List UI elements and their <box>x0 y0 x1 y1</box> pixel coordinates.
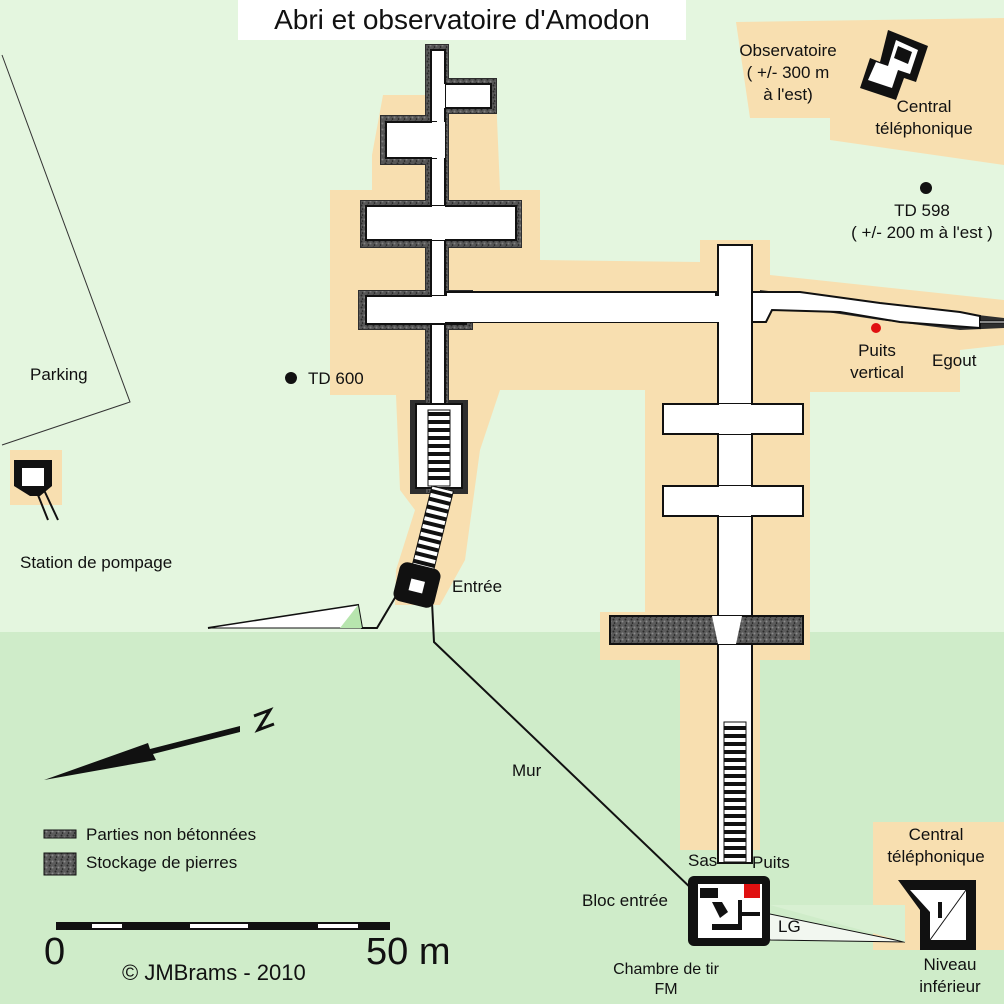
entrance-block-inner <box>408 578 426 594</box>
stone-storage-gallery <box>609 615 804 645</box>
scale-start: 0 <box>44 931 66 973</box>
central-bottom-structure <box>898 880 976 950</box>
puits-vertical-marker <box>871 323 881 333</box>
bloc-entree-structure <box>688 876 770 946</box>
label-central-top: Central téléphonique <box>875 97 973 138</box>
label-observatoire: Observatoire ( +/- 300 m à l'est) <box>739 41 837 104</box>
wall-wedge-green <box>340 605 362 628</box>
legend-label-stockage: Stockage de pierres <box>86 853 238 872</box>
observatoire-structure <box>860 30 928 100</box>
label-entree: Entrée <box>452 577 503 596</box>
copyright: © JMBrams - 2010 <box>122 960 306 985</box>
label-sas: Sas <box>688 851 718 870</box>
label-bloc-entree: Bloc entrée <box>582 891 668 910</box>
legend-label-non-betonnees: Parties non bétonnées <box>86 825 257 844</box>
label-lg: LG <box>778 917 801 936</box>
label-puits: Puits <box>752 853 790 872</box>
north-arrow <box>44 707 275 780</box>
label-td598: TD 598 ( +/- 200 m à l'est ) <box>851 201 993 242</box>
label-mur: Mur <box>512 761 542 780</box>
label-central-bottom: Central téléphonique <box>887 825 985 866</box>
stairs-lower <box>723 721 747 863</box>
map-title: Abri et observatoire d'Amodon <box>238 0 686 40</box>
label-station: Station de pompage <box>20 553 173 572</box>
parking-boundary <box>1 54 131 446</box>
station-structure <box>14 460 59 521</box>
stone-storage-passage <box>712 616 742 644</box>
legend-swatch-non-betonnees <box>43 829 77 839</box>
scale-bar <box>56 922 390 930</box>
wall-wedge <box>207 604 363 629</box>
label-chambre-de-tir: Chambre de tir FM <box>613 961 719 998</box>
gallery-fill-overlap <box>432 84 751 516</box>
td600-marker <box>285 372 297 384</box>
legend-swatch-stockage <box>43 852 77 876</box>
lower-terrain <box>0 632 1004 1004</box>
stairs-upper <box>427 409 451 487</box>
label-parking: Parking <box>30 365 88 384</box>
label-niveau-inferieur: Niveau inférieur <box>919 955 981 996</box>
scale-end: 50 m <box>366 931 451 973</box>
lg-wedge-2 <box>770 905 905 942</box>
label-td600: TD 600 <box>308 369 364 388</box>
td598-marker <box>920 182 932 194</box>
label-puits-vertical: Puits vertical <box>850 341 904 382</box>
label-egout: Egout <box>932 351 977 370</box>
